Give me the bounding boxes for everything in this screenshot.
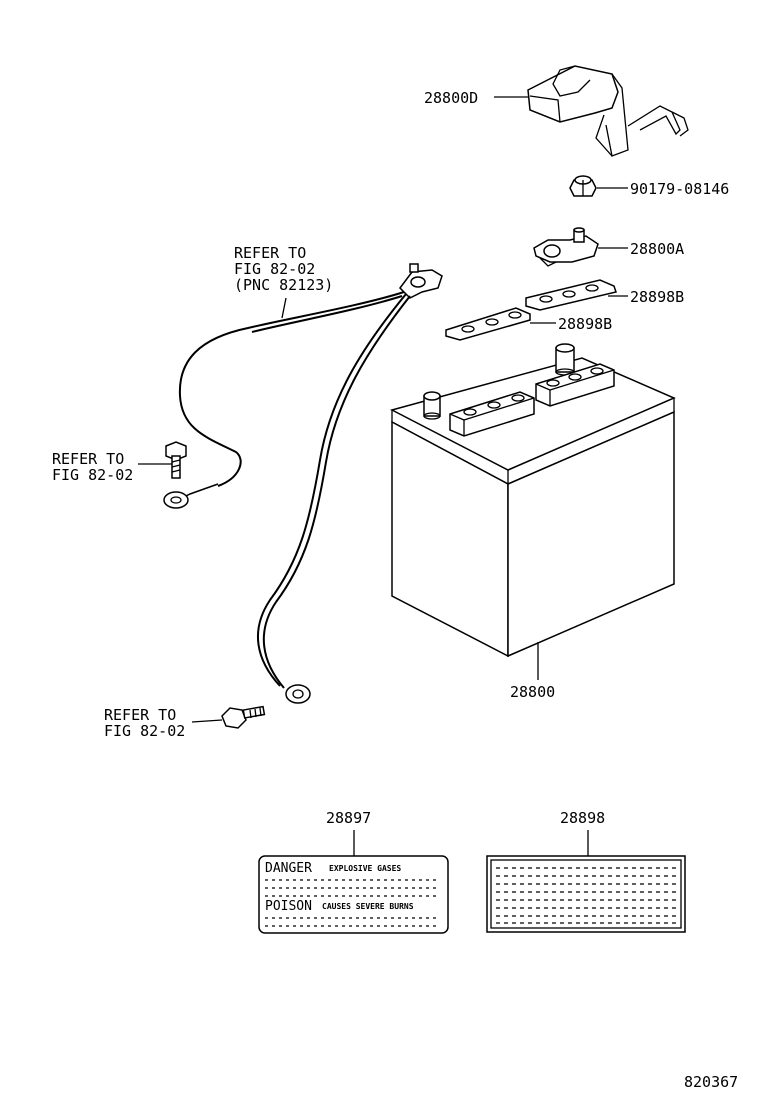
danger-warning-label: DANGER EXPLOSIVE GASES POISON CAUSES SEV… (258, 855, 449, 934)
hold-down-clamp-drawing (527, 65, 689, 157)
poison-heading: POISON (265, 899, 312, 914)
bolt-1-drawing (165, 441, 187, 479)
terminal-clamp-drawing (533, 227, 599, 267)
part-label-28898: 28898 (560, 809, 605, 827)
bolt-2-drawing (221, 705, 266, 729)
part-label-28898B-lower: 28898B (558, 315, 612, 333)
bolt1-ref-line2: FIG 82-02 (52, 466, 133, 484)
bolt2-ref-line1: REFER TO (104, 706, 176, 724)
poison-subheading: CAUSES SEVERE BURNS (322, 902, 414, 911)
danger-fine-print-top (265, 879, 440, 897)
cable-ref-line3: (PNC 82123) (234, 276, 333, 294)
terminal-cover-upper-drawing (525, 279, 617, 311)
part-label-28800: 28800 (510, 683, 555, 701)
cable-ref-line1: REFER TO (234, 244, 306, 262)
bolt1-ref-line1: REFER TO (52, 450, 124, 468)
figure-number: 820367 (684, 1073, 738, 1091)
part-label-28800A: 28800A (630, 240, 684, 258)
danger-fine-print-bottom (265, 917, 440, 927)
part-label-28897: 28897 (326, 809, 371, 827)
info-label-fine-print (496, 867, 676, 924)
part-label-28800D: 28800D (424, 89, 478, 107)
battery-drawing (389, 343, 676, 658)
battery-info-label (486, 855, 686, 933)
clamp-nut-drawing (569, 175, 597, 197)
battery-cables-drawing (163, 263, 443, 704)
danger-subheading: EXPLOSIVE GASES (329, 864, 401, 873)
part-label-28898B-upper: 28898B (630, 288, 684, 306)
danger-heading: DANGER (265, 861, 312, 876)
terminal-cover-lower-drawing (445, 307, 531, 341)
bolt2-ref-line2: FIG 82-02 (104, 722, 185, 740)
cable-ref-line2: FIG 82-02 (234, 260, 315, 278)
part-label-90179-08146: 90179-08146 (630, 180, 729, 198)
